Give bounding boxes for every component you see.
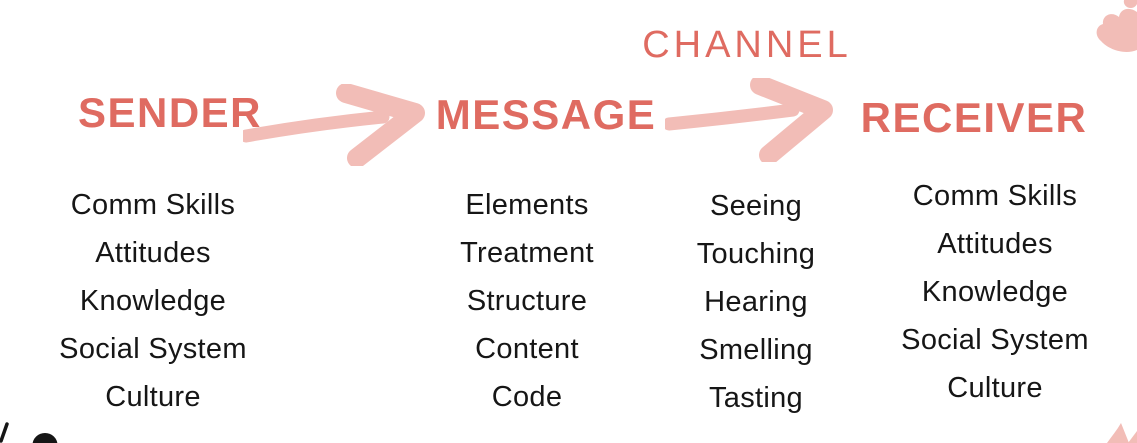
pink-wedge-icon <box>1107 423 1137 443</box>
list-item: Social System <box>59 332 247 365</box>
arrow-right-icon <box>243 84 425 166</box>
list-item: Elements <box>465 188 589 221</box>
black-doodle-icon <box>0 422 58 443</box>
message-title: MESSAGE <box>435 91 657 138</box>
list-item: Comm Skills <box>912 179 1078 212</box>
list-item: Tasting <box>709 381 803 414</box>
list-item: Treatment <box>460 236 594 269</box>
list-item: Structure <box>466 284 588 317</box>
list-item: Code <box>491 380 563 413</box>
sender-title: SENDER <box>77 89 263 136</box>
list-item: Attitudes <box>937 227 1053 260</box>
list-item: Culture <box>947 371 1043 404</box>
pink-blob-icon <box>1096 0 1137 52</box>
list-item: Content <box>475 332 579 365</box>
channel-attributes-list: Seeing Touching Hearing Smelling Tasting <box>616 182 896 422</box>
list-item: Touching <box>696 237 816 270</box>
list-item: Smelling <box>699 333 813 366</box>
list-item: Hearing <box>704 285 808 318</box>
list-item: Attitudes <box>95 236 211 269</box>
list-item: Knowledge <box>79 284 227 317</box>
receiver-attributes-list: Comm Skills Attitudes Knowledge Social S… <box>855 172 1135 412</box>
list-item: Social System <box>901 323 1089 356</box>
channel-title: CHANNEL <box>642 24 852 66</box>
receiver-title: RECEIVER <box>860 94 1088 141</box>
list-item: Comm Skills <box>70 188 236 221</box>
sender-attributes-list: Comm Skills Attitudes Knowledge Social S… <box>13 181 293 421</box>
list-item: Seeing <box>709 189 803 222</box>
list-item: Knowledge <box>921 275 1069 308</box>
message-attributes-list: Elements Treatment Structure Content Cod… <box>387 181 667 421</box>
list-item: Culture <box>105 380 201 413</box>
arrow-right-icon <box>665 78 833 162</box>
